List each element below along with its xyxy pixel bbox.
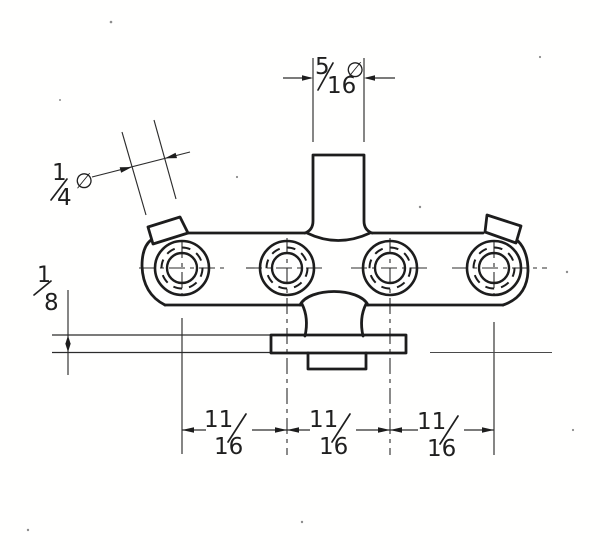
fraction-slash <box>33 280 52 296</box>
dim-spacing-1-numerator: 11 <box>204 407 233 433</box>
fraction-slash <box>331 413 351 443</box>
top-cylinder-outline <box>303 153 374 235</box>
fraction-slash <box>317 62 334 91</box>
dim-flange-denominator: 8 <box>44 290 59 316</box>
extension-line-lug-b <box>153 119 177 200</box>
flange-rect <box>269 333 408 355</box>
diameter-symbol: ∅ <box>75 169 93 193</box>
dimension-hole-spacing-2: 11 16 <box>287 407 390 460</box>
fraction-slash <box>227 413 247 443</box>
dimension-hole-spacing-3: 11 16 <box>390 409 494 462</box>
lug-right <box>483 213 523 245</box>
hole-2 <box>258 239 316 297</box>
speckle <box>571 428 575 432</box>
speckle <box>59 99 61 101</box>
hole-1 <box>153 239 211 297</box>
hole-1-outer-circle <box>153 239 211 297</box>
paper-speckles <box>26 20 575 532</box>
hole-4 <box>465 239 523 297</box>
hole-2-thread-circle <box>265 246 309 290</box>
hole-2-outer-circle <box>258 239 316 297</box>
hole-4-bore-circle <box>477 251 511 285</box>
arrowhead <box>287 427 299 433</box>
arrowhead <box>378 427 390 433</box>
bottom-neck-intersection-curve <box>298 290 370 307</box>
speckle <box>300 520 304 524</box>
diameter-symbol: ∅ <box>346 58 364 82</box>
speckle <box>26 528 30 532</box>
dimension-lug-diameter: 1 4 ∅ <box>50 119 191 216</box>
dim-lug-numerator: 1 <box>52 160 67 186</box>
dim-spacing-3-numerator: 11 <box>417 409 446 435</box>
arrowhead <box>182 427 194 433</box>
hole-3-outer-circle <box>361 239 419 297</box>
dimension-top-diameter: 5 16 ∅ <box>283 54 395 142</box>
hole-1-bore-circle <box>165 251 199 285</box>
body-left-end-curve <box>140 238 167 307</box>
speckle <box>235 175 239 179</box>
hole-3-bore-circle <box>373 251 407 285</box>
arrowhead <box>119 167 132 173</box>
hole-3 <box>361 239 419 297</box>
body-right-end-curve <box>501 239 530 307</box>
speckle <box>418 205 422 209</box>
hole-1-thread-circle <box>160 246 204 290</box>
dim-spacing-3-denominator: 16 <box>427 436 456 462</box>
dimension-hole-spacing-1: 11 16 <box>182 407 287 460</box>
speckle <box>109 20 113 24</box>
arrowhead <box>482 427 494 433</box>
extension-line-lug-a <box>121 131 147 216</box>
dim-spacing-2-numerator: 11 <box>309 407 338 433</box>
part-outline <box>140 153 530 371</box>
top-cylinder-intersection-curve <box>305 231 372 242</box>
arrowhead <box>65 335 71 344</box>
dim-spacing-1-denominator: 16 <box>214 434 243 460</box>
lug-left <box>146 215 190 246</box>
arrowhead <box>164 152 177 159</box>
arrowhead <box>275 427 287 433</box>
arrowhead <box>302 75 313 81</box>
hole-4-thread-circle <box>472 246 516 290</box>
hole-3-thread-circle <box>368 246 412 290</box>
flange-stub <box>306 351 368 371</box>
holes <box>153 239 523 297</box>
speckle <box>565 270 569 274</box>
bottom-neck-side-right <box>360 302 368 338</box>
speckle <box>538 55 542 59</box>
dimension-flange-thickness: 1 8 <box>33 263 71 375</box>
arrowhead <box>390 427 402 433</box>
dim-spacing-2-denominator: 16 <box>319 434 348 460</box>
dim-flange-numerator: 1 <box>37 263 51 288</box>
fraction-slash <box>439 415 459 445</box>
dim-top-numerator: 5 <box>315 54 330 80</box>
arrowhead <box>65 343 71 352</box>
arrowhead <box>364 75 375 81</box>
hole-4-outer-circle <box>465 239 523 297</box>
dim-lug-denominator: 4 <box>57 185 72 211</box>
dim-top-denominator: 16 <box>327 73 356 99</box>
fraction-slash <box>50 178 68 201</box>
hole-2-bore-circle <box>270 251 304 285</box>
bottom-neck-side-left <box>300 302 308 338</box>
